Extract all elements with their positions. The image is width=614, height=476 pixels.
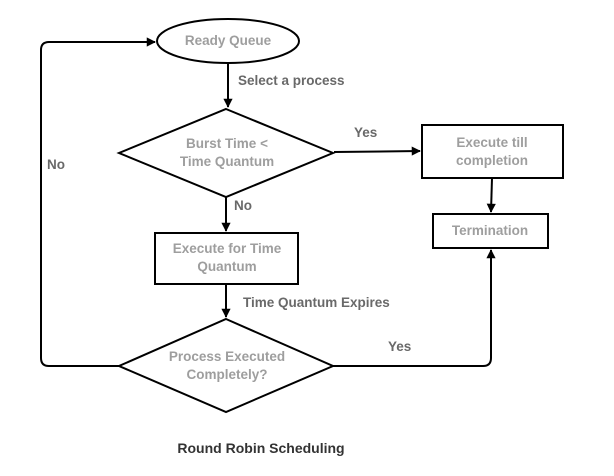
edge-execute-till-to-termination [486, 177, 496, 213]
process-executed-decision-node [116, 317, 336, 414]
edge-process-no-loop-to-ready-queue [40, 37, 156, 367]
execute-for-time-quantum-node [154, 232, 299, 285]
yes-top-edge-label: Yes [354, 125, 378, 140]
select-a-process-edge-label: Select a process [238, 73, 345, 88]
diagram-caption: Round Robin Scheduling [177, 440, 345, 456]
no-top-edge-label: No [234, 198, 252, 213]
process-executed-decision-label: Process Executed Completely? [168, 349, 286, 382]
burst-time-decision-label: Burst Time < Time Quantum [179, 136, 275, 169]
ready-queue-label: Ready Queue [184, 33, 272, 48]
termination-label: Termination [451, 223, 529, 238]
time-quantum-expires-edge-label: Time Quantum Expires [243, 295, 390, 310]
yes-bottom-edge-label: Yes [388, 339, 412, 354]
edge-burst-yes-to-execute-till [333, 146, 421, 156]
execute-for-time-quantum-label: Execute for Time Quantum [172, 241, 282, 274]
termination-node [432, 213, 549, 249]
edge-process-yes-to-termination [333, 249, 496, 367]
execute-till-completion-node [421, 124, 564, 179]
execute-till-completion-label: Execute till completion [455, 135, 528, 168]
no-loop-edge-label: No [47, 157, 65, 172]
